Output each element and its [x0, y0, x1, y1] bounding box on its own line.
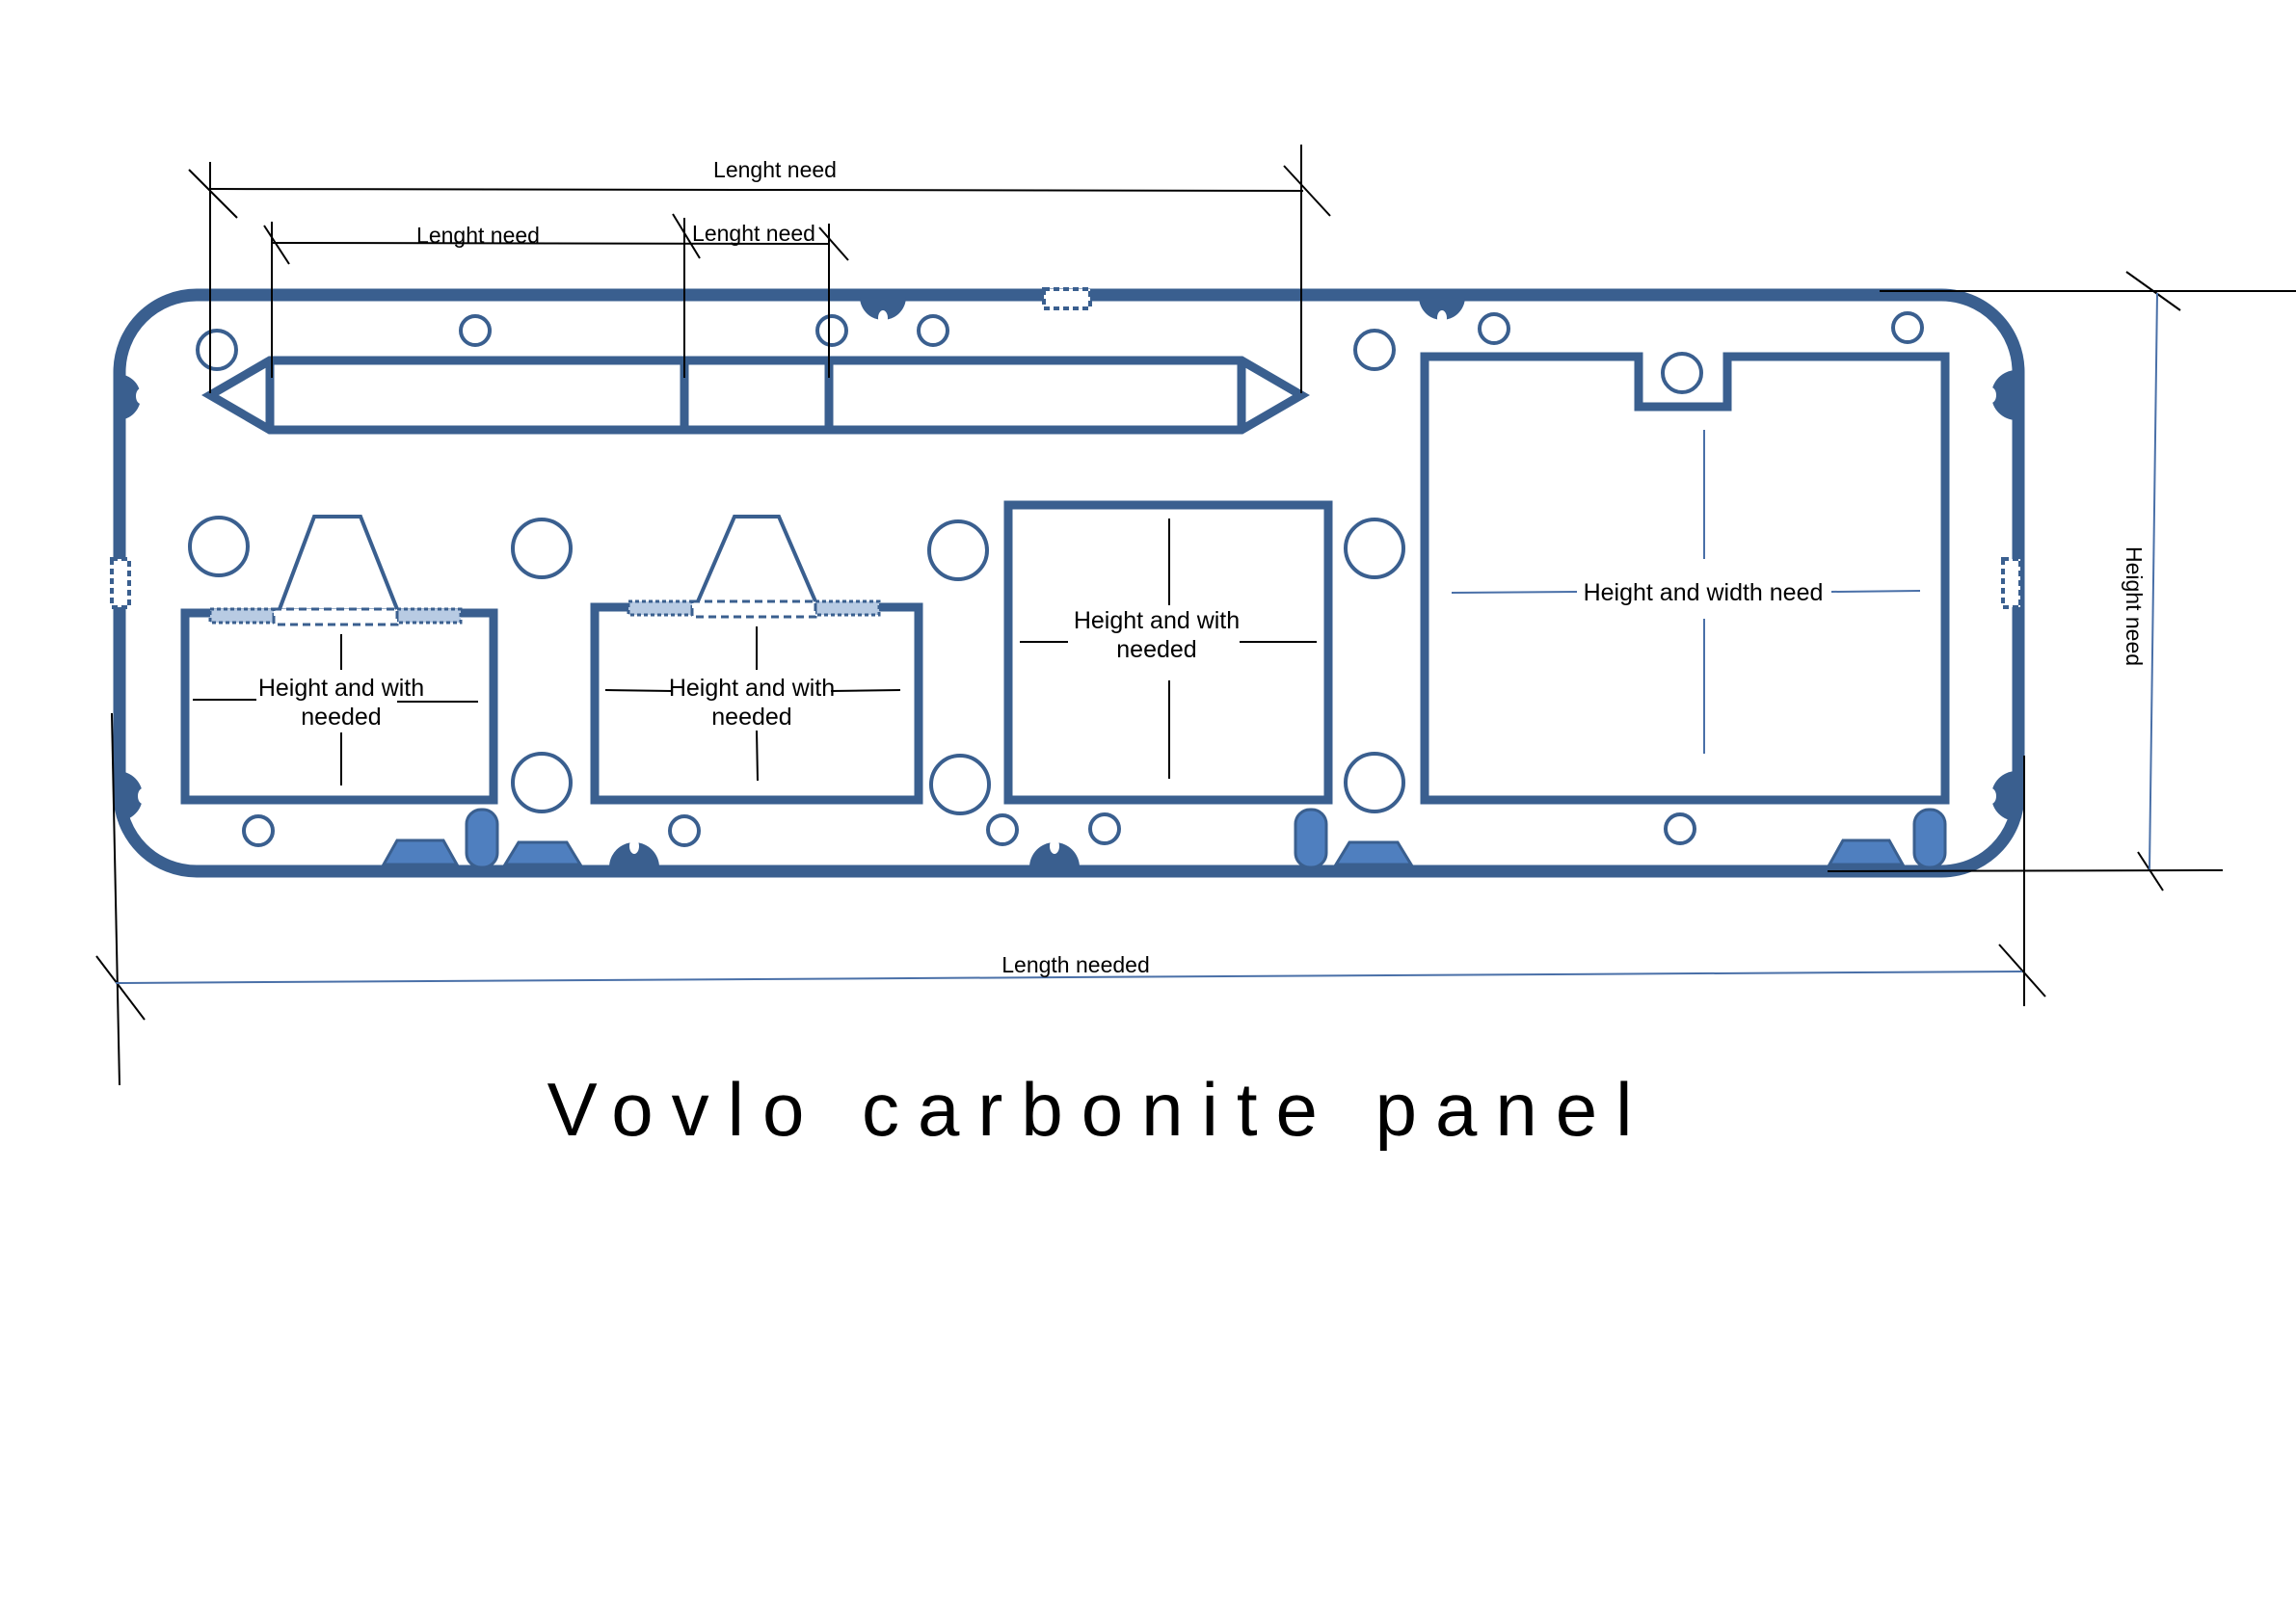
box-2-clip-right — [814, 599, 881, 617]
box-3 — [1003, 500, 1333, 805]
top-strip-dividers — [265, 360, 1246, 430]
box-4-notch-hole — [1661, 352, 1703, 394]
label-top-sub-mid: Lenght need — [692, 221, 815, 246]
box-1-label-line-1: Height and with — [258, 675, 424, 702]
keyhole-centers — [136, 310, 1996, 854]
label-top-sub-left: Lenght need — [416, 223, 540, 248]
keyhole-mounts — [118, 297, 2016, 867]
box-3-label-line-2: needed — [1116, 636, 1196, 663]
box-3-label-line-1: Height and with — [1074, 607, 1240, 634]
box-4-cross — [1451, 430, 1921, 754]
blue-dimension-lines — [115, 292, 2158, 984]
top-clip — [1042, 287, 1092, 310]
box-4 — [1420, 352, 1950, 805]
label-top-length: Lenght need — [713, 157, 837, 182]
box-1-cross — [193, 634, 478, 785]
box-2-label-line-1: Height and with — [669, 675, 835, 702]
box-1-label-line-2: needed — [301, 704, 381, 731]
box-2-label-line-2: needed — [711, 704, 791, 731]
box-1-bracket — [278, 515, 399, 610]
box-1-clip-mid — [272, 607, 399, 626]
bottom-tabs — [381, 808, 1947, 869]
dimension-lines — [95, 145, 2296, 1086]
left-clip — [110, 557, 131, 609]
box-3-cross — [1020, 519, 1317, 779]
box-4-label: Height and width need — [1584, 579, 1824, 606]
box-1-clip-left — [208, 607, 276, 625]
box-2-bracket — [696, 515, 817, 602]
top-strip — [201, 356, 1310, 435]
label-bottom-length: Length needed — [1001, 952, 1150, 977]
label-right-height: Height need — [2122, 546, 2147, 666]
box-2-clip-mid — [690, 599, 817, 619]
box-2-cross — [604, 626, 901, 782]
right-clip — [2001, 557, 2022, 609]
page-title: Vovlo carbonite panel — [547, 1067, 1651, 1152]
mounting-holes — [188, 311, 1924, 847]
box-2-clip-left — [627, 599, 694, 617]
box-1-clip-right — [395, 607, 463, 625]
